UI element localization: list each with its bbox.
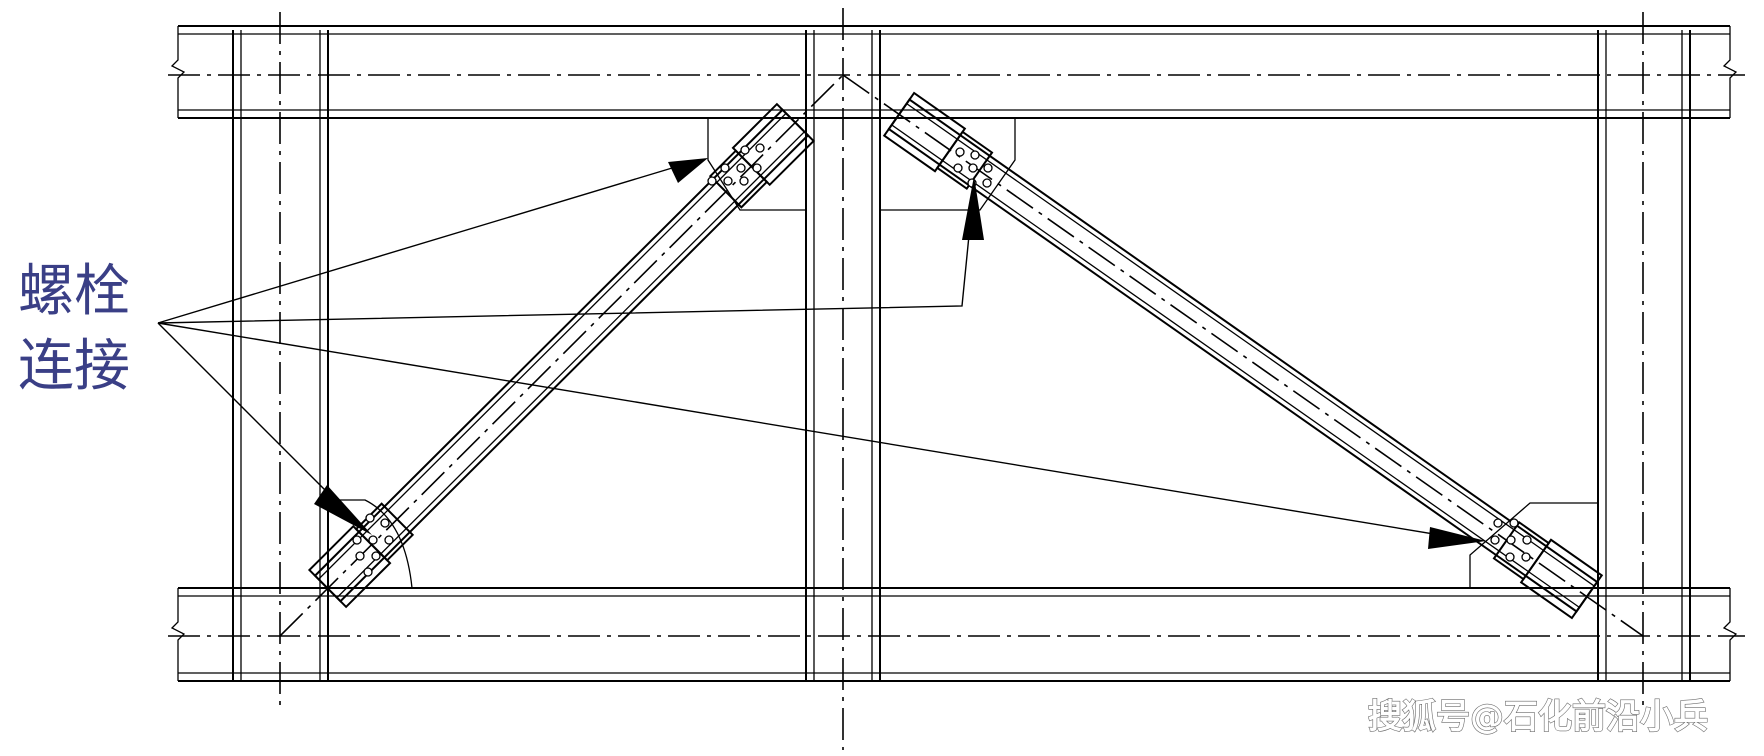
right-column (1597, 12, 1691, 712)
bolt-group-top-right (953, 147, 993, 188)
arrowhead-top-left (668, 158, 708, 183)
watermark-text: 搜狐号@石化前沿小兵 (1368, 697, 1708, 737)
top-beam (168, 25, 1745, 119)
arrowhead-bottom-left (314, 485, 372, 535)
annotation-line-1: 螺栓 (18, 259, 130, 324)
leader-arrowheads (314, 158, 1486, 549)
brace-centerlines (279, 74, 1644, 637)
gusset-plates (328, 118, 1598, 589)
bolt-group-bottom-right (1490, 518, 1532, 562)
left-column (232, 12, 329, 712)
annotation-line-2: 连接 (18, 334, 130, 399)
right-diagonal-brace (882, 91, 1604, 620)
middle-column (805, 8, 881, 750)
bolt-group-top-left (707, 143, 765, 186)
arrowhead-top-right (962, 176, 984, 240)
arrowhead-bottom-right (1428, 527, 1486, 549)
bottom-beam (168, 587, 1745, 682)
bolt-group-bottom-left (352, 513, 394, 577)
left-diagonal-brace (307, 102, 816, 609)
